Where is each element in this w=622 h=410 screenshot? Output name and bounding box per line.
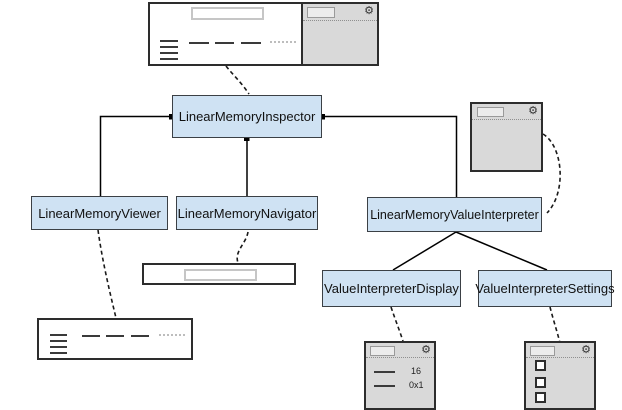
- panel-input-mock: [370, 346, 395, 356]
- panel-input-mock: [477, 107, 504, 117]
- edge-toolbar-mock-link: [542, 133, 561, 214]
- address-line: [50, 340, 67, 342]
- ascii-dotted-text: [159, 334, 185, 336]
- address-line: [160, 58, 178, 60]
- class-label: LinearMemoryViewer: [38, 205, 161, 221]
- class-label: LinearMemoryValueInterpreter: [370, 207, 539, 222]
- value-row-line: [374, 385, 395, 387]
- panel-separator: [472, 119, 541, 120]
- navigator-mock-window: [142, 263, 296, 285]
- panel-separator: [303, 20, 377, 21]
- display-mock-window: ⚙ 16 0x1: [364, 341, 436, 410]
- edge-viewer-mock-link: [97, 229, 117, 319]
- edge-value-interpreter-settings: [455, 231, 548, 271]
- byte-dash: [131, 335, 149, 337]
- address-input-mock: [191, 7, 264, 20]
- byte-dash: [189, 42, 209, 44]
- panel-input-mock: [307, 7, 335, 18]
- class-linear-memory-viewer: LinearMemoryViewer: [31, 196, 168, 230]
- edge-inspector-value-interpreter: [322, 115, 458, 197]
- class-linear-memory-navigator: LinearMemoryNavigator: [176, 196, 318, 230]
- inspector-mock-side-panel: ⚙: [301, 4, 377, 64]
- panel-separator: [366, 357, 434, 358]
- gear-icon: ⚙: [421, 344, 431, 356]
- viewer-mock-window: [37, 318, 193, 360]
- class-label: ValueInterpreterDisplay: [324, 281, 459, 296]
- class-value-interpreter-settings: ValueInterpreterSettings: [475, 270, 615, 307]
- address-line: [160, 46, 178, 48]
- edge-display-mock-link: [390, 306, 404, 342]
- inspector-mock-window: ⚙: [148, 2, 379, 66]
- address-line: [50, 346, 67, 348]
- byte-dash: [215, 42, 234, 44]
- address-line: [50, 334, 67, 336]
- settings-checkbox-mock: [535, 392, 546, 403]
- class-value-interpreter-display: ValueInterpreterDisplay: [322, 270, 461, 307]
- navigator-input-mock: [184, 269, 257, 281]
- ascii-dotted-text: [270, 41, 296, 43]
- settings-checkbox-mock: [535, 360, 546, 371]
- class-label: LinearMemoryInspector: [178, 109, 316, 124]
- value-row-label: 0x1: [409, 380, 424, 390]
- class-label: ValueInterpreterSettings: [475, 281, 615, 296]
- edge-value-interpreter-display: [392, 231, 457, 271]
- value-row-line: [374, 371, 395, 373]
- settings-mock-window: ⚙: [524, 341, 596, 410]
- settings-checkbox-mock: [535, 377, 546, 388]
- edge-inspector-mock-link: [225, 65, 250, 95]
- panel-input-mock: [530, 346, 555, 356]
- edge-inspector-viewer: [99, 115, 172, 196]
- byte-dash: [82, 335, 100, 337]
- byte-dash: [106, 335, 124, 337]
- class-linear-memory-value-interpreter: LinearMemoryValueInterpreter: [367, 197, 542, 232]
- edge-settings-mock-link: [549, 306, 561, 344]
- class-linear-memory-inspector: LinearMemoryInspector: [172, 95, 322, 138]
- panel-separator: [526, 357, 594, 358]
- address-line: [50, 352, 67, 354]
- edge-navigator-mock-link: [236, 231, 249, 264]
- toolbar-mock-window: ⚙: [470, 102, 543, 172]
- class-label: LinearMemoryNavigator: [177, 205, 317, 221]
- address-line: [160, 52, 178, 54]
- gear-icon: ⚙: [581, 344, 591, 356]
- gear-icon: ⚙: [364, 5, 374, 17]
- address-line: [160, 40, 178, 42]
- gear-icon: ⚙: [528, 105, 538, 117]
- byte-dash: [241, 42, 261, 44]
- value-row-label: 16: [411, 366, 422, 376]
